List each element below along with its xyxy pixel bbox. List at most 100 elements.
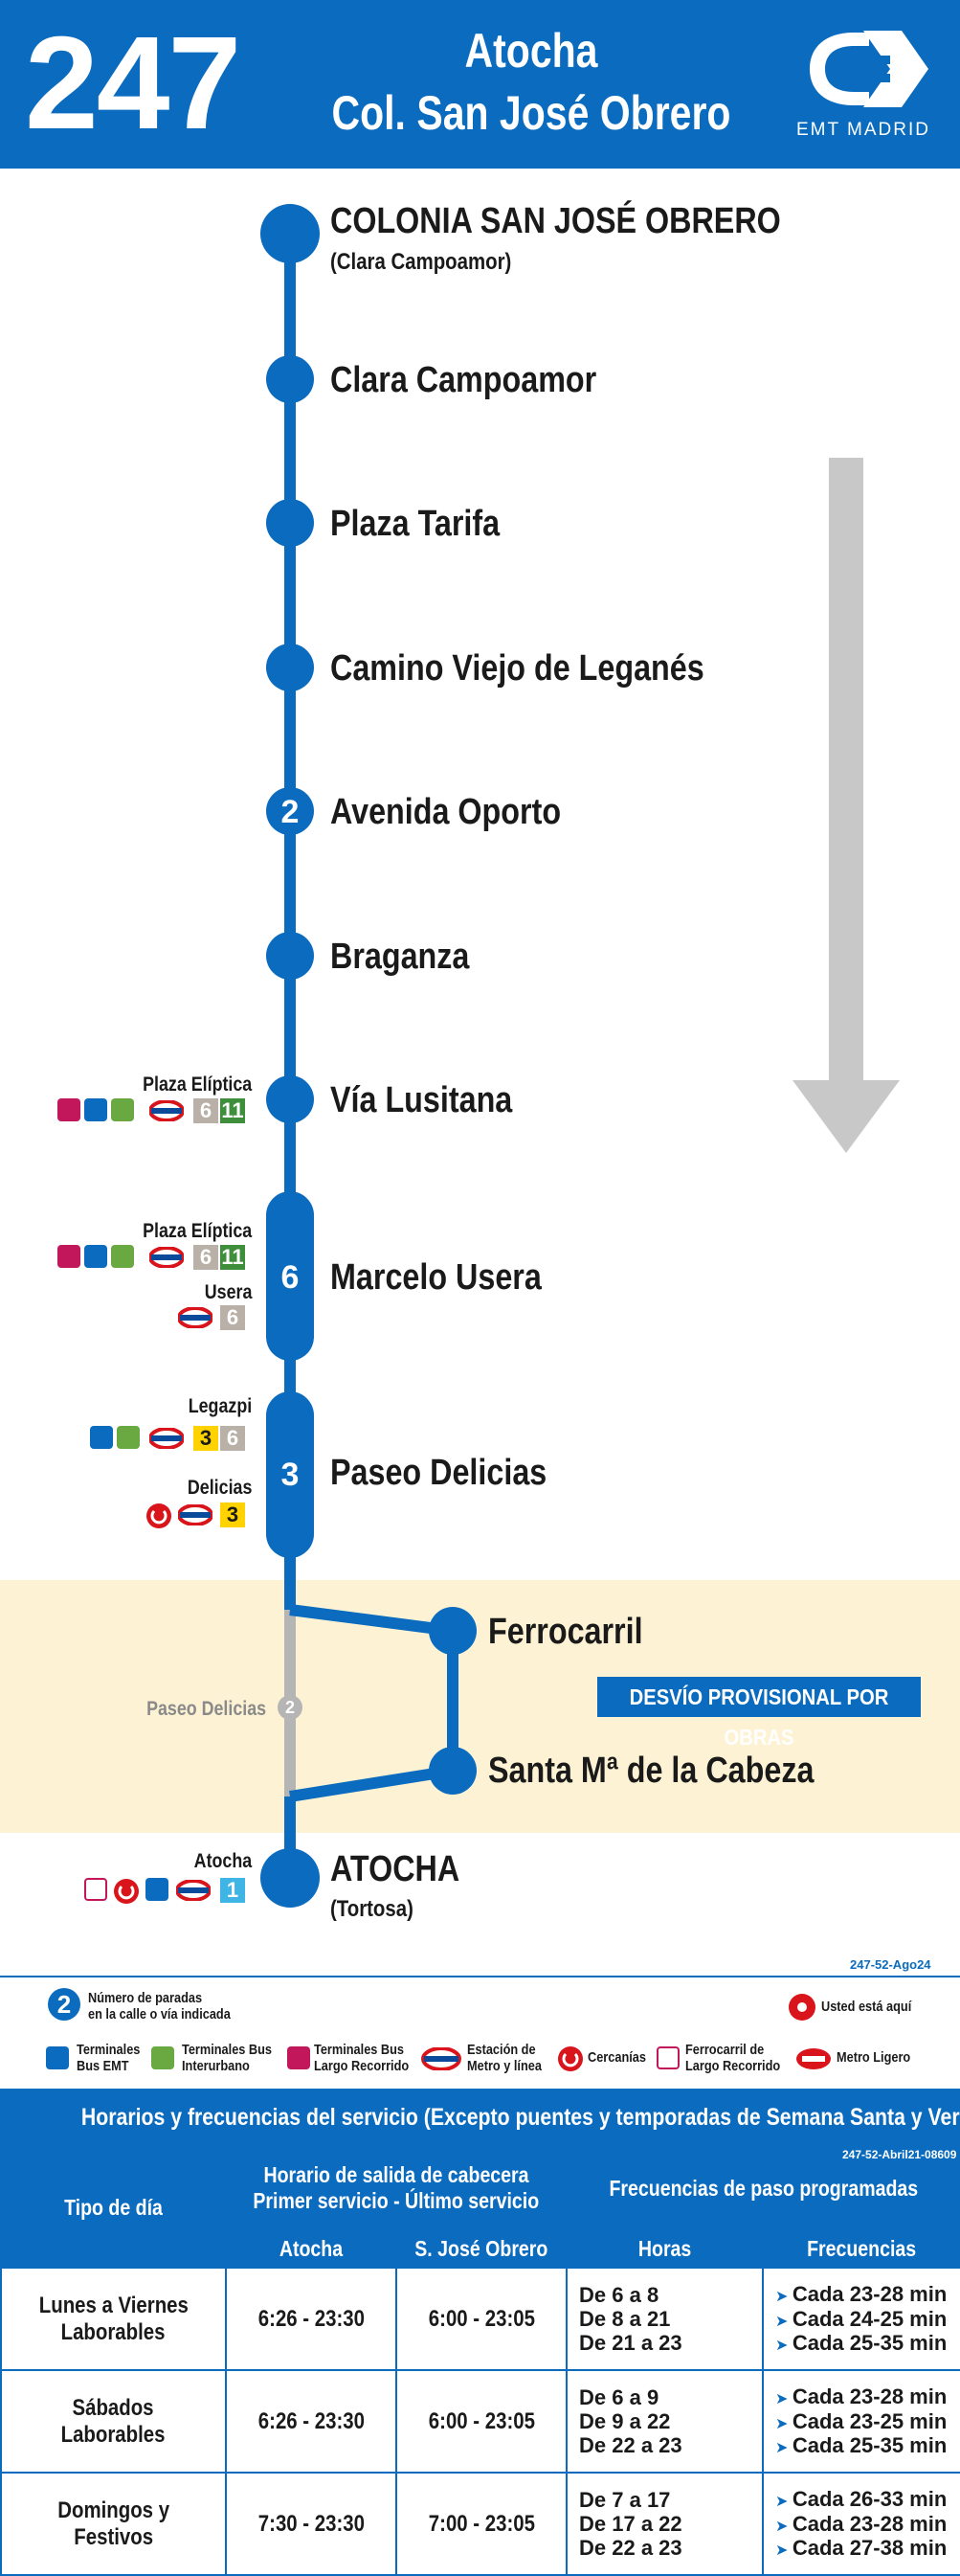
stop-name: Ferrocarril [488,1612,643,1652]
metro-line-badge: 11 [220,1098,245,1123]
legend-text: Terminales Bus [314,2042,405,2058]
destination-line-2: Col. San José Obrero [331,86,731,140]
stop-name: Camino Viejo de Leganés [330,648,704,689]
stop-name: Paseo Delicias [330,1453,547,1493]
connection-icons: 6 11 [57,1245,249,1272]
interurban-bus-icon [151,2046,174,2069]
first-last-atocha: 7:30 - 23:30 [225,2472,397,2576]
emt-bus-icon [84,1245,107,1268]
legend-text: Largo Recorrido [685,2058,781,2074]
stop-marker [266,355,314,403]
metro-icon [178,1307,212,1328]
timetable-code: 247-52-Abril21-08609 [842,2148,957,2161]
timetable-title-bar [0,2089,960,2146]
first-last-atocha: 6:26 - 23:30 [225,2369,397,2474]
metro-line-badge: 3 [220,1503,245,1527]
connection-label: Legazpi [188,1395,252,1417]
header-day-type: Tipo de día [0,2146,227,2269]
destination-line-1: Atocha [464,24,598,78]
legend-text: Usted está aquí [821,1999,912,2015]
first-last-obrero: 6:00 - 23:05 [394,2267,569,2371]
legend-text: Terminales Bus [182,2042,273,2058]
stop-marker-multi [266,1391,314,1558]
header-frequencies: Frecuencias de paso programadas [566,2146,960,2230]
long-distance-bus-icon [57,1245,80,1268]
legend-text: Ferrocarril de [685,2042,765,2058]
stop-marker-multi [266,1191,314,1361]
stop-marker [429,1607,477,1655]
connection-icons: 3 6 [90,1426,253,1453]
light-rail-icon [796,2048,831,2069]
cercanias-icon [146,1503,171,1528]
long-distance-bus-icon [287,2046,310,2069]
legend-text: Cercanías [588,2049,646,2066]
stop-name: Plaza Tarifa [330,504,501,544]
metro-icon [149,1100,184,1121]
connection-icons: 1 [84,1878,257,1905]
connection-label: Usera [204,1281,252,1303]
interurban-bus-icon [111,1245,134,1268]
freqs-cell: Cada 23-28 minCada 24-25 minCada 25-35 m… [762,2267,960,2371]
emt-bus-icon [90,1426,113,1449]
first-last-obrero: 7:00 - 23:05 [394,2472,569,2576]
metro-icon [149,1247,184,1268]
legend-text: Bus EMT [77,2058,129,2074]
metro-line-badge: 1 [220,1878,245,1903]
connection-icons: 3 [145,1503,251,1529]
direction-arrow-icon [829,458,863,1085]
header-freqs: Frecuencias [762,2228,960,2269]
metro-icon [176,1880,211,1901]
legend-text: Interurbano [182,2058,250,2074]
long-distance-bus-icon [57,1098,80,1121]
you-are-here-icon [789,1994,815,2021]
stop-name: Braganza [330,937,470,977]
metro-line-badge: 6 [193,1245,218,1270]
stop-subname: (Tortosa) [330,1896,413,1922]
version-code: 247-52-Ago24 [850,1957,931,1972]
connection-label: Plaza Elíptica [142,1220,252,1242]
stop-marker [266,644,314,691]
legend-text: Metro y línea [467,2058,542,2074]
metro-line-badge: 11 [220,1245,245,1270]
stop-name: COLONIA SAN JOSÉ OBRERO [330,201,781,241]
stop-count: 2 [280,794,300,830]
long-distance-train-icon [84,1878,107,1901]
metro-icon [421,2047,461,2070]
stop-count: 6 [280,1259,300,1296]
freqs-cell: Cada 23-28 minCada 23-25 minCada 25-35 m… [762,2369,960,2474]
legend-text: Metro Ligero [837,2049,911,2066]
skipped-stop-marker [278,1695,302,1720]
legend-text: Terminales [77,2042,141,2058]
connection-icons: 6 [178,1305,255,1332]
freqs-cell: Cada 26-33 minCada 23-28 minCada 27-38 m… [762,2472,960,2576]
stop-marker [266,787,314,835]
first-last-obrero: 6:00 - 23:05 [394,2369,569,2474]
stop-marker [266,499,314,547]
emt-logo-icon [810,31,928,107]
detour-notice: DESVÍO PROVISIONAL POR OBRAS [597,1677,921,1750]
stop-count: 3 [280,1457,300,1493]
legend-divider [0,1976,960,1977]
legend-text: en la calle o vía indicada [88,2006,231,2022]
first-last-atocha: 6:26 - 23:30 [225,2267,397,2371]
connection-label: Delicias [187,1477,252,1499]
stop-subname: (Clara Campoamor) [330,249,512,275]
stop-marker [429,1747,477,1795]
stop-name: Santa Mª de la Cabeza [488,1751,815,1791]
stop-name: ATOCHA [330,1849,460,1889]
timetable-title: Horarios y frecuencias del servicio (Exc… [80,2104,960,2131]
metro-icon [178,1504,212,1525]
detour-line [289,1604,458,1802]
connection-icons: 6 11 [57,1098,249,1125]
cercanias-icon [558,2046,583,2071]
cercanias-icon [114,1879,139,1904]
metro-line-badge: 6 [220,1426,245,1451]
timetable: Tipo de día Horario de salida de cabecer… [0,2146,960,2576]
